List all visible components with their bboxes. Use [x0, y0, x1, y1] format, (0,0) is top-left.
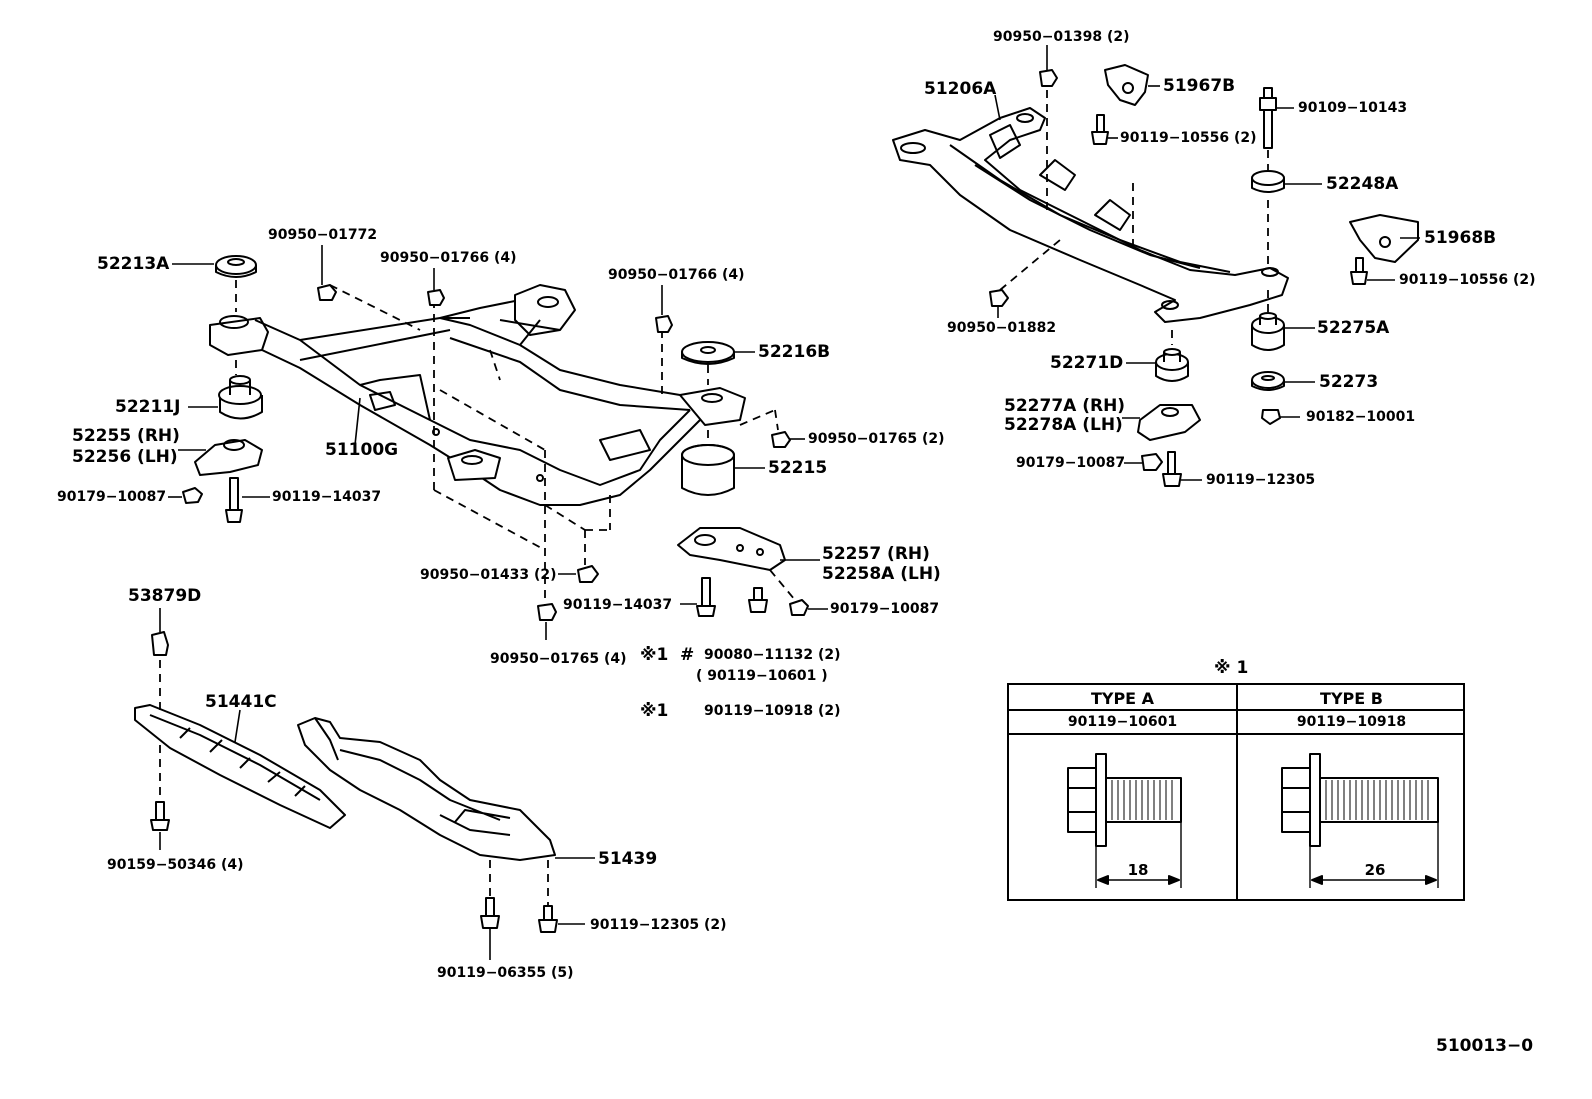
label-51100G: 51100G — [325, 440, 399, 460]
table-part-type-b: 90119−10918 — [1296, 714, 1407, 730]
label-52275A: 52275A — [1317, 318, 1390, 338]
label-51206A: 51206A — [924, 79, 997, 99]
front-dashed-leaders — [235, 280, 796, 605]
label-90179-10087-a: 90179−10087 — [57, 489, 167, 505]
label-90119-14037-b: 90119−14037 — [563, 597, 673, 613]
label-90950-01882: 90950−01882 — [947, 320, 1057, 336]
label-52257: 52257 (RH) — [822, 544, 930, 564]
table-length-type-b: 26 — [1364, 861, 1386, 879]
label-90950-01398: 90950−01398 (2) — [993, 29, 1130, 45]
label-90950-01765-b: 90950−01765 (4) — [490, 651, 627, 667]
label-mark-1: ※1 — [640, 645, 669, 665]
label-90119-10918: 90119−10918 (2) — [704, 703, 841, 719]
label-90179-10087-b: 90179−10087 — [830, 601, 940, 617]
label-90109-10143: 90109−10143 — [1298, 100, 1408, 116]
rear-member-51206A — [892, 107, 1289, 323]
label-52255: 52255 (RH) — [72, 426, 180, 446]
label-52211J: 52211J — [115, 397, 181, 417]
label-51441C: 51441C — [205, 692, 277, 712]
label-52258A: 52258A (LH) — [822, 564, 941, 584]
cover-dashed-leaders — [159, 660, 549, 906]
label-90119-10601-alt: ( 90119−10601 ) — [696, 668, 828, 684]
label-90950-01433: 90950−01433 (2) — [420, 567, 557, 583]
table-header-type-b: TYPE B — [1320, 689, 1383, 708]
label-52256: 52256 (LH) — [72, 447, 178, 467]
label-90119-10556-b: 90119−10556 (2) — [1399, 272, 1536, 288]
rear-dashed-leaders — [999, 90, 1269, 345]
label-90950-01772: 90950−01772 — [268, 227, 378, 243]
under-covers — [134, 631, 558, 933]
label-hash: # — [680, 645, 695, 665]
rear-small-parts — [989, 64, 1419, 487]
leader-lines — [159, 45, 1420, 960]
label-90950-01766-b: 90950−01766 (4) — [608, 267, 745, 283]
label-52273: 52273 — [1319, 372, 1379, 392]
label-52278A: 52278A (LH) — [1004, 415, 1123, 435]
label-52215: 52215 — [768, 458, 828, 478]
label-51439: 51439 — [598, 849, 658, 869]
table-part-type-a: 90119−10601 — [1067, 714, 1178, 730]
table-note: ※ 1 — [1214, 658, 1249, 678]
diagram-id: 510013−0 — [1436, 1036, 1534, 1056]
label-90119-10556-a: 90119−10556 (2) — [1120, 130, 1257, 146]
label-52271D: 52271D — [1050, 353, 1124, 373]
label-90080-11132: 90080−11132 (2) — [704, 647, 841, 663]
label-90119-14037-a: 90119−14037 — [272, 489, 382, 505]
table-row-divider-2 — [1009, 733, 1463, 735]
label-51967B: 51967B — [1163, 76, 1236, 96]
label-90179-10087-c: 90179−10087 — [1016, 455, 1126, 471]
label-90119-12305-a: 90119−12305 (2) — [590, 917, 727, 933]
label-52216B: 52216B — [758, 342, 831, 362]
label-51968B: 51968B — [1424, 228, 1497, 248]
label-90159-50346: 90159−50346 (4) — [107, 857, 244, 873]
front-subframe-51100G — [209, 284, 746, 506]
table-row-divider-1 — [1009, 709, 1463, 711]
label-52277A: 52277A (RH) — [1004, 396, 1126, 416]
bolt-type-table: TYPE A TYPE B 90119−10601 90119−10918 18… — [1007, 683, 1465, 901]
label-90119-06355: 90119−06355 (5) — [437, 965, 574, 981]
label-90182-10001: 90182−10001 — [1306, 409, 1416, 425]
label-90119-12305-b: 90119−12305 — [1206, 472, 1316, 488]
table-bolt-type-a — [1067, 753, 1182, 888]
label-mark-1b: ※1 — [640, 701, 669, 721]
label-53879D: 53879D — [128, 586, 202, 606]
label-90950-01765-a: 90950−01765 (2) — [808, 431, 945, 447]
table-length-type-a: 18 — [1127, 861, 1149, 879]
table-bolt-type-b — [1281, 753, 1439, 888]
table-col-divider — [1236, 685, 1238, 899]
label-52213A: 52213A — [97, 254, 170, 274]
front-small-parts — [182, 255, 809, 621]
label-52248A: 52248A — [1326, 174, 1399, 194]
table-header-type-a: TYPE A — [1090, 689, 1155, 708]
label-90950-01766-a: 90950−01766 (4) — [380, 250, 517, 266]
